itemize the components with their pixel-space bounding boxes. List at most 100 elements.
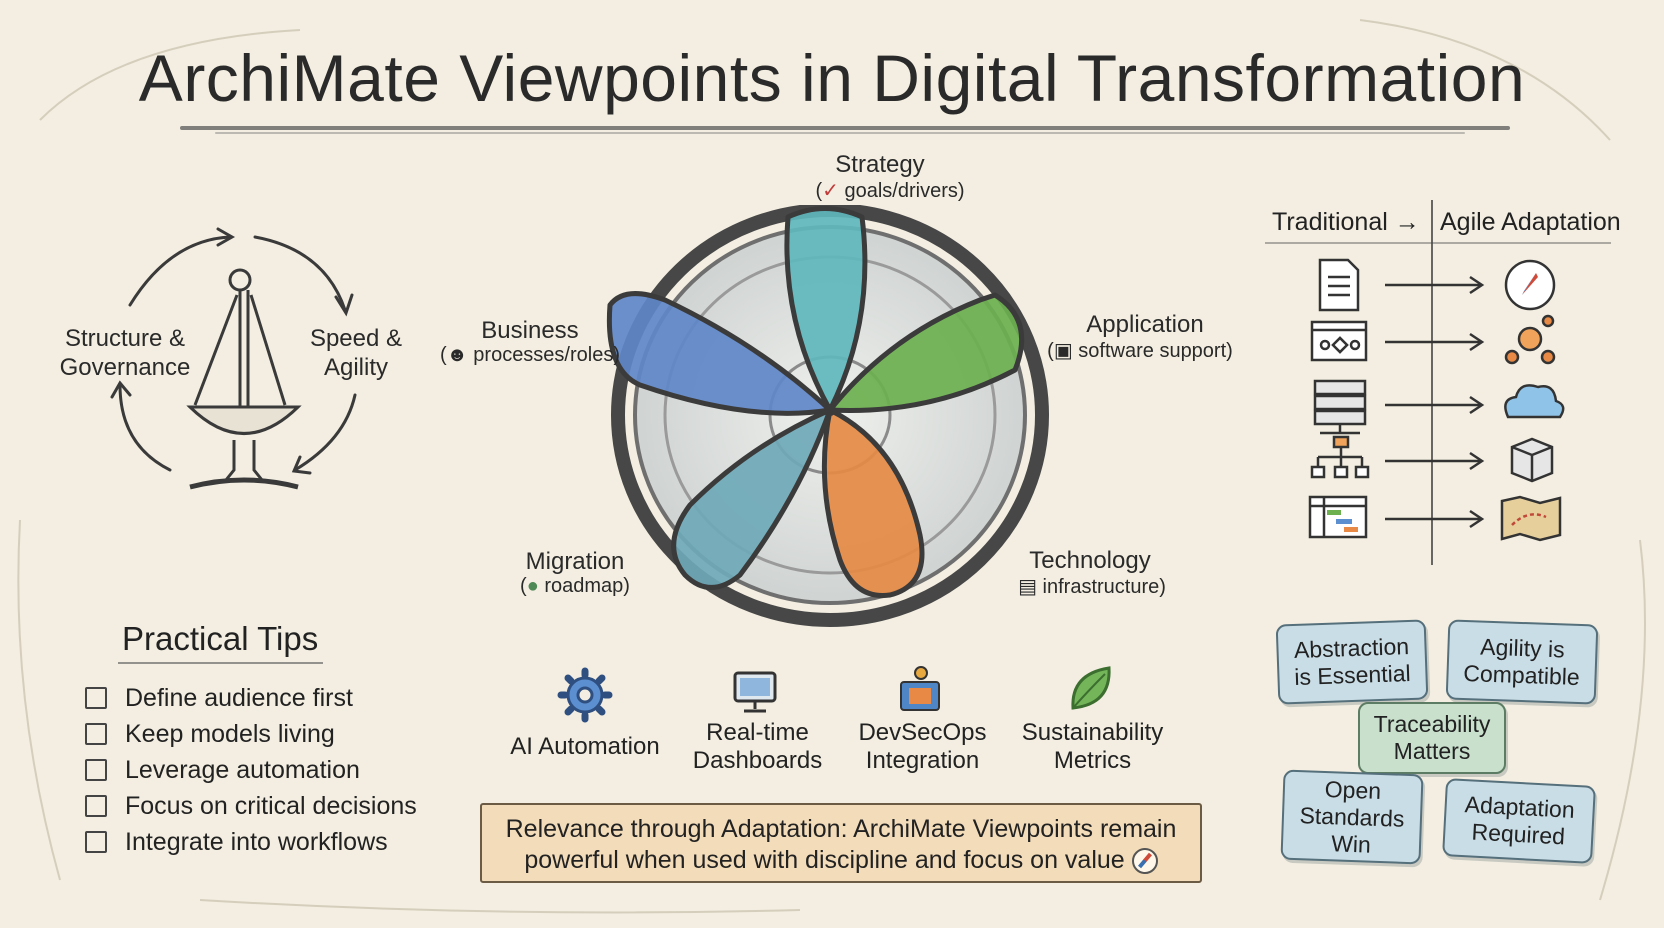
balance-left-label: Structure & Governance: [59, 325, 191, 381]
cycle-arrow-bottom-right: [293, 393, 357, 472]
trend-label-sustainability: Sustainability Metrics: [1021, 719, 1164, 774]
business-sublabel: (☻ processes/roles): [440, 344, 621, 366]
tip-text: Leverage automation: [125, 755, 360, 784]
balance-scale-illustration: [110, 227, 357, 490]
cube-icon: [1510, 437, 1554, 483]
wheel-petal-technology: [821, 407, 925, 599]
arrow-icon: [1385, 332, 1485, 352]
arrow-icon: [1385, 275, 1485, 295]
banner-line-2-text: powerful when used with discipline and f…: [524, 846, 1125, 874]
cycle-arrow-top: [128, 235, 232, 307]
takeaway-card-traceability: Traceability Matters: [1358, 702, 1506, 774]
tip-item: Leverage automation: [85, 752, 417, 788]
takeaway-card-abstraction: Abstraction is Essential: [1275, 619, 1429, 705]
trend-label-devsecops: DevSecOps Integration: [858, 719, 987, 774]
balance-right-label: Speed & Agility: [309, 325, 403, 381]
arrow-icon: [1385, 451, 1485, 471]
comparison-grid: [1308, 258, 1565, 542]
checkbox-icon[interactable]: [85, 687, 107, 709]
cycle-arrow-bottom-right-head: [291, 455, 312, 475]
wheel-petal-application: [827, 292, 1025, 413]
tip-text: Integrate into workflows: [125, 827, 388, 856]
server-rack-icon: ▤: [1018, 576, 1037, 598]
checkbox-icon[interactable]: [85, 795, 107, 817]
gear-icon: [557, 667, 613, 723]
takeaway-card-adaptation: Adaptation Required: [1442, 778, 1596, 864]
migration-sublabel-text: roadmap): [544, 575, 630, 597]
checkbox-icon[interactable]: [85, 723, 107, 745]
wheel-hub: [824, 404, 836, 416]
practical-tips-rule: [118, 662, 323, 664]
tip-item: Integrate into workflows: [85, 824, 417, 860]
application-sublabel: (▣ software support): [1047, 340, 1233, 362]
banner-line-2: powerful when used with discipline and f…: [482, 845, 1200, 876]
conclusion-banner: Relevance through Adaptation: ArchiMate …: [480, 803, 1202, 883]
monitor-icon: [733, 671, 777, 713]
tip-item: Focus on critical decisions: [85, 788, 417, 824]
strategy-sublabel-text: goals/drivers: [844, 180, 958, 202]
trend-label-dashboards: Real-time Dashboards: [692, 719, 823, 774]
org-chart-icon: [1310, 435, 1370, 479]
takeaway-card-open-standards: Open Standards Win: [1280, 769, 1424, 865]
compass-icon: [1504, 259, 1556, 311]
tip-text: Focus on critical decisions: [125, 791, 417, 820]
comparison-divider: [1431, 200, 1433, 565]
tip-item: Keep models living: [85, 716, 417, 752]
tip-text: Define audience first: [125, 683, 353, 712]
traditional-heading: Traditional →: [1272, 208, 1420, 237]
cycle-arrow-left-head: [110, 380, 132, 399]
strategy-label: Strategy: [835, 151, 925, 178]
map-icon: [1500, 495, 1562, 542]
team-collaboration-icon: [1504, 314, 1556, 365]
roadmap-person-icon: ●: [526, 575, 539, 597]
document-icon: [1318, 258, 1360, 312]
compass-icon: [1131, 848, 1158, 875]
comparison-header-rule: [1265, 242, 1611, 244]
server-icon: [1313, 379, 1367, 435]
wheel-petal-migration: [671, 407, 833, 590]
practical-tips-title: Practical Tips: [122, 620, 319, 657]
leaf-icon: [1071, 666, 1111, 710]
strategy-sublabel: (✓ goals/drivers): [815, 180, 965, 202]
cycle-arrow-right-head: [334, 293, 354, 317]
arrow-icon: [1385, 395, 1485, 415]
target-icon: ✓: [822, 180, 839, 202]
business-label: Business: [481, 317, 579, 344]
technology-sublabel-text: infrastructure): [1042, 576, 1166, 598]
cycle-arrow-right: [253, 235, 347, 312]
migration-sublabel: (● roadmap): [520, 575, 630, 597]
checkbox-icon[interactable]: [85, 759, 107, 781]
application-label: Application: [1086, 311, 1204, 338]
arrow-right-icon: →: [1394, 208, 1420, 236]
scale-icon: [186, 268, 302, 490]
takeaway-card-agility: Agility is Compatible: [1445, 619, 1599, 705]
devsecops-icon: [900, 666, 940, 711]
migration-label: Migration: [525, 548, 625, 575]
trend-label-ai-automation: AI Automation: [510, 733, 660, 760]
technology-label: Technology: [1029, 547, 1151, 574]
practical-tips-list: Define audience first Keep models living…: [85, 680, 417, 860]
banner-line-1: Relevance through Adaptation: ArchiMate …: [505, 815, 1177, 843]
cloud-icon: [1504, 384, 1565, 419]
application-sublabel-text: software support: [1078, 340, 1227, 362]
cycle-arrow-left: [118, 383, 172, 472]
wheel-petal-strategy: [784, 206, 868, 413]
cycle-arrow-top-head: [216, 227, 236, 247]
tip-text: Keep models living: [125, 719, 335, 748]
technology-sublabel: ▤ infrastructure): [1002, 574, 1182, 599]
gantt-chart-icon: [1308, 495, 1368, 539]
arrow-icon: [1385, 509, 1485, 529]
viewpoint-wheel: [606, 205, 1049, 627]
person-icon: ☻: [446, 344, 468, 366]
title-underline-secondary: [215, 132, 1465, 134]
process-diagram-icon: [1310, 320, 1368, 362]
checkbox-icon[interactable]: [85, 831, 107, 853]
traditional-heading-text: Traditional: [1272, 208, 1388, 236]
title-underline: [180, 126, 1510, 130]
laptop-icon: ▣: [1053, 340, 1073, 362]
tip-item: Define audience first: [85, 680, 417, 716]
business-sublabel-text: processes/roles: [473, 344, 614, 366]
agile-heading: Agile Adaptation: [1440, 208, 1621, 236]
